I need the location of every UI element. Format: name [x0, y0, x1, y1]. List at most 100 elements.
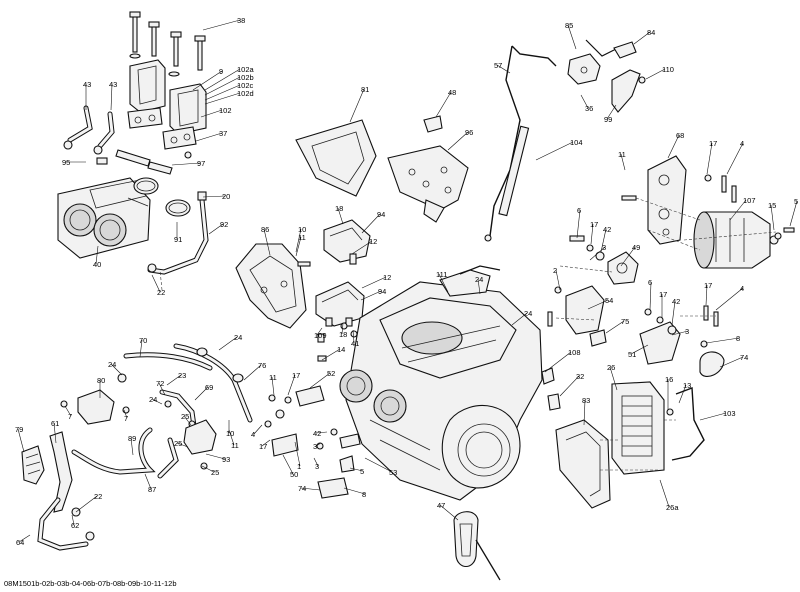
- callout-c80: 80: [97, 376, 105, 385]
- callout-leader-c50: [282, 454, 294, 475]
- callout-c24c: 24: [234, 333, 242, 342]
- callout-leader-c42b: [671, 300, 676, 326]
- callout-leader-c32: [559, 375, 580, 397]
- callout-leader-c24a: [477, 278, 481, 295]
- callout-c23: 23: [178, 371, 186, 380]
- callout-c15: 15: [768, 201, 776, 210]
- callout-leader-c57: [496, 64, 511, 74]
- callout-leader-c13: [678, 384, 687, 404]
- callout-c24b: 24: [524, 309, 532, 318]
- callout-c83: 83: [582, 396, 590, 405]
- callout-leader-c11d: [228, 429, 235, 446]
- callout-c3b: 3: [685, 327, 689, 336]
- callout-c42c: 42: [313, 429, 321, 438]
- callout-c17f: 17: [292, 371, 300, 380]
- intake-clamps: [133, 177, 191, 217]
- callout-c36: 36: [585, 104, 593, 113]
- starter-hardware: [621, 174, 795, 240]
- callout-leader-c41: [352, 329, 355, 344]
- callout-c102c: 102c: [237, 81, 254, 90]
- callout-leader-c7a: [64, 405, 72, 417]
- callout-leader-c62: [71, 514, 75, 526]
- callout-c96: 96: [465, 128, 473, 137]
- callout-leader-c43b: [110, 83, 113, 111]
- callout-leader-c6a: [576, 209, 581, 239]
- callout-c4a: 4: [740, 139, 744, 148]
- callout-c109: 109: [314, 331, 327, 340]
- callout-leader-c5b: [349, 467, 364, 472]
- callout-c76: 76: [258, 361, 266, 370]
- callout-leader-c68: [667, 134, 680, 159]
- callout-leader-c18b: [341, 322, 344, 335]
- callout-leader-c89: [130, 437, 134, 456]
- callout-c61: 61: [51, 419, 59, 428]
- control-bracket-left: [21, 445, 45, 485]
- callout-c25c: 25: [211, 468, 219, 477]
- callout-leader-c110: [645, 68, 666, 80]
- callout-leader-c15: [770, 204, 775, 231]
- mounting-plate-right: [547, 285, 607, 347]
- callout-leader-c7b: [123, 409, 128, 419]
- callout-leader-c24b: [511, 312, 528, 326]
- callout-leader-c97: [171, 162, 201, 166]
- callout-c43b: 43: [109, 80, 117, 89]
- callout-leader-c87: [144, 473, 152, 490]
- callout-c89: 89: [128, 434, 136, 443]
- callout-c7a: 7: [68, 412, 72, 421]
- rubber-bushing: [423, 115, 443, 133]
- callout-leader-c75: [605, 320, 625, 334]
- callout-leader-c79: [17, 428, 25, 453]
- callout-leader-c12a: [351, 240, 373, 255]
- callout-c87: 87: [148, 485, 156, 494]
- engine-mount: [569, 235, 639, 285]
- callout-leader-c102: [200, 109, 223, 118]
- callout-leader-c103: [699, 412, 727, 421]
- callout-leader-c111: [438, 273, 449, 293]
- callout-c17c: 17: [659, 290, 667, 299]
- callout-leader-c94b: [360, 290, 382, 301]
- callout-c4c: 4: [251, 430, 255, 439]
- callout-leader-c3c: [315, 442, 322, 447]
- callout-c99: 99: [604, 115, 612, 124]
- callout-c25a: 25: [181, 412, 189, 421]
- callout-c104: 104: [570, 138, 583, 147]
- thermostat-housing: [60, 389, 130, 425]
- callout-leader-c17e: [261, 439, 271, 447]
- callout-c102d: 102d: [237, 89, 254, 98]
- callout-c74a: 74: [740, 353, 748, 362]
- callout-leader-c99: [606, 104, 617, 120]
- ecu-module: [611, 381, 665, 475]
- wiring-harness-bracket: [235, 243, 311, 329]
- callout-leader-c8b: [343, 487, 366, 495]
- callout-c102a: 102a: [237, 65, 255, 74]
- callout-c24a: 24: [475, 275, 483, 284]
- callout-leader-c12b: [361, 276, 387, 289]
- callout-c94a: 94: [377, 210, 385, 219]
- callout-leader-c42c: [315, 431, 328, 434]
- callout-c38: 38: [237, 16, 245, 25]
- callout-c68: 68: [676, 131, 684, 140]
- callout-c1: 1: [297, 462, 301, 471]
- throttle-body-assembly: [57, 177, 151, 259]
- callout-c57: 57: [494, 61, 502, 70]
- callout-c17b: 17: [590, 220, 598, 229]
- callout-leader-c72: [158, 382, 166, 396]
- callout-leader-c108: [544, 351, 572, 373]
- callout-leader-c24e: [151, 398, 163, 405]
- callout-c41: 41: [351, 339, 359, 348]
- callout-leader-c93: [205, 453, 226, 460]
- callout-leader-c107: [729, 199, 747, 221]
- callout-leader-c4c: [253, 424, 263, 435]
- callout-c111: 111: [436, 270, 447, 279]
- callout-leader-c94a: [361, 213, 381, 234]
- callout-c6b: 6: [648, 278, 652, 287]
- callout-c51: 51: [628, 350, 636, 359]
- callout-leader-c2: [555, 269, 561, 291]
- callout-leader-c102c: [204, 84, 241, 101]
- callout-c70: 70: [139, 336, 147, 345]
- callout-c8: 8: [736, 334, 740, 343]
- callout-leader-c36: [580, 94, 589, 109]
- callout-leader-c11c: [271, 376, 275, 396]
- callout-c85: 85: [565, 21, 573, 30]
- callout-leader-c11a: [620, 153, 626, 171]
